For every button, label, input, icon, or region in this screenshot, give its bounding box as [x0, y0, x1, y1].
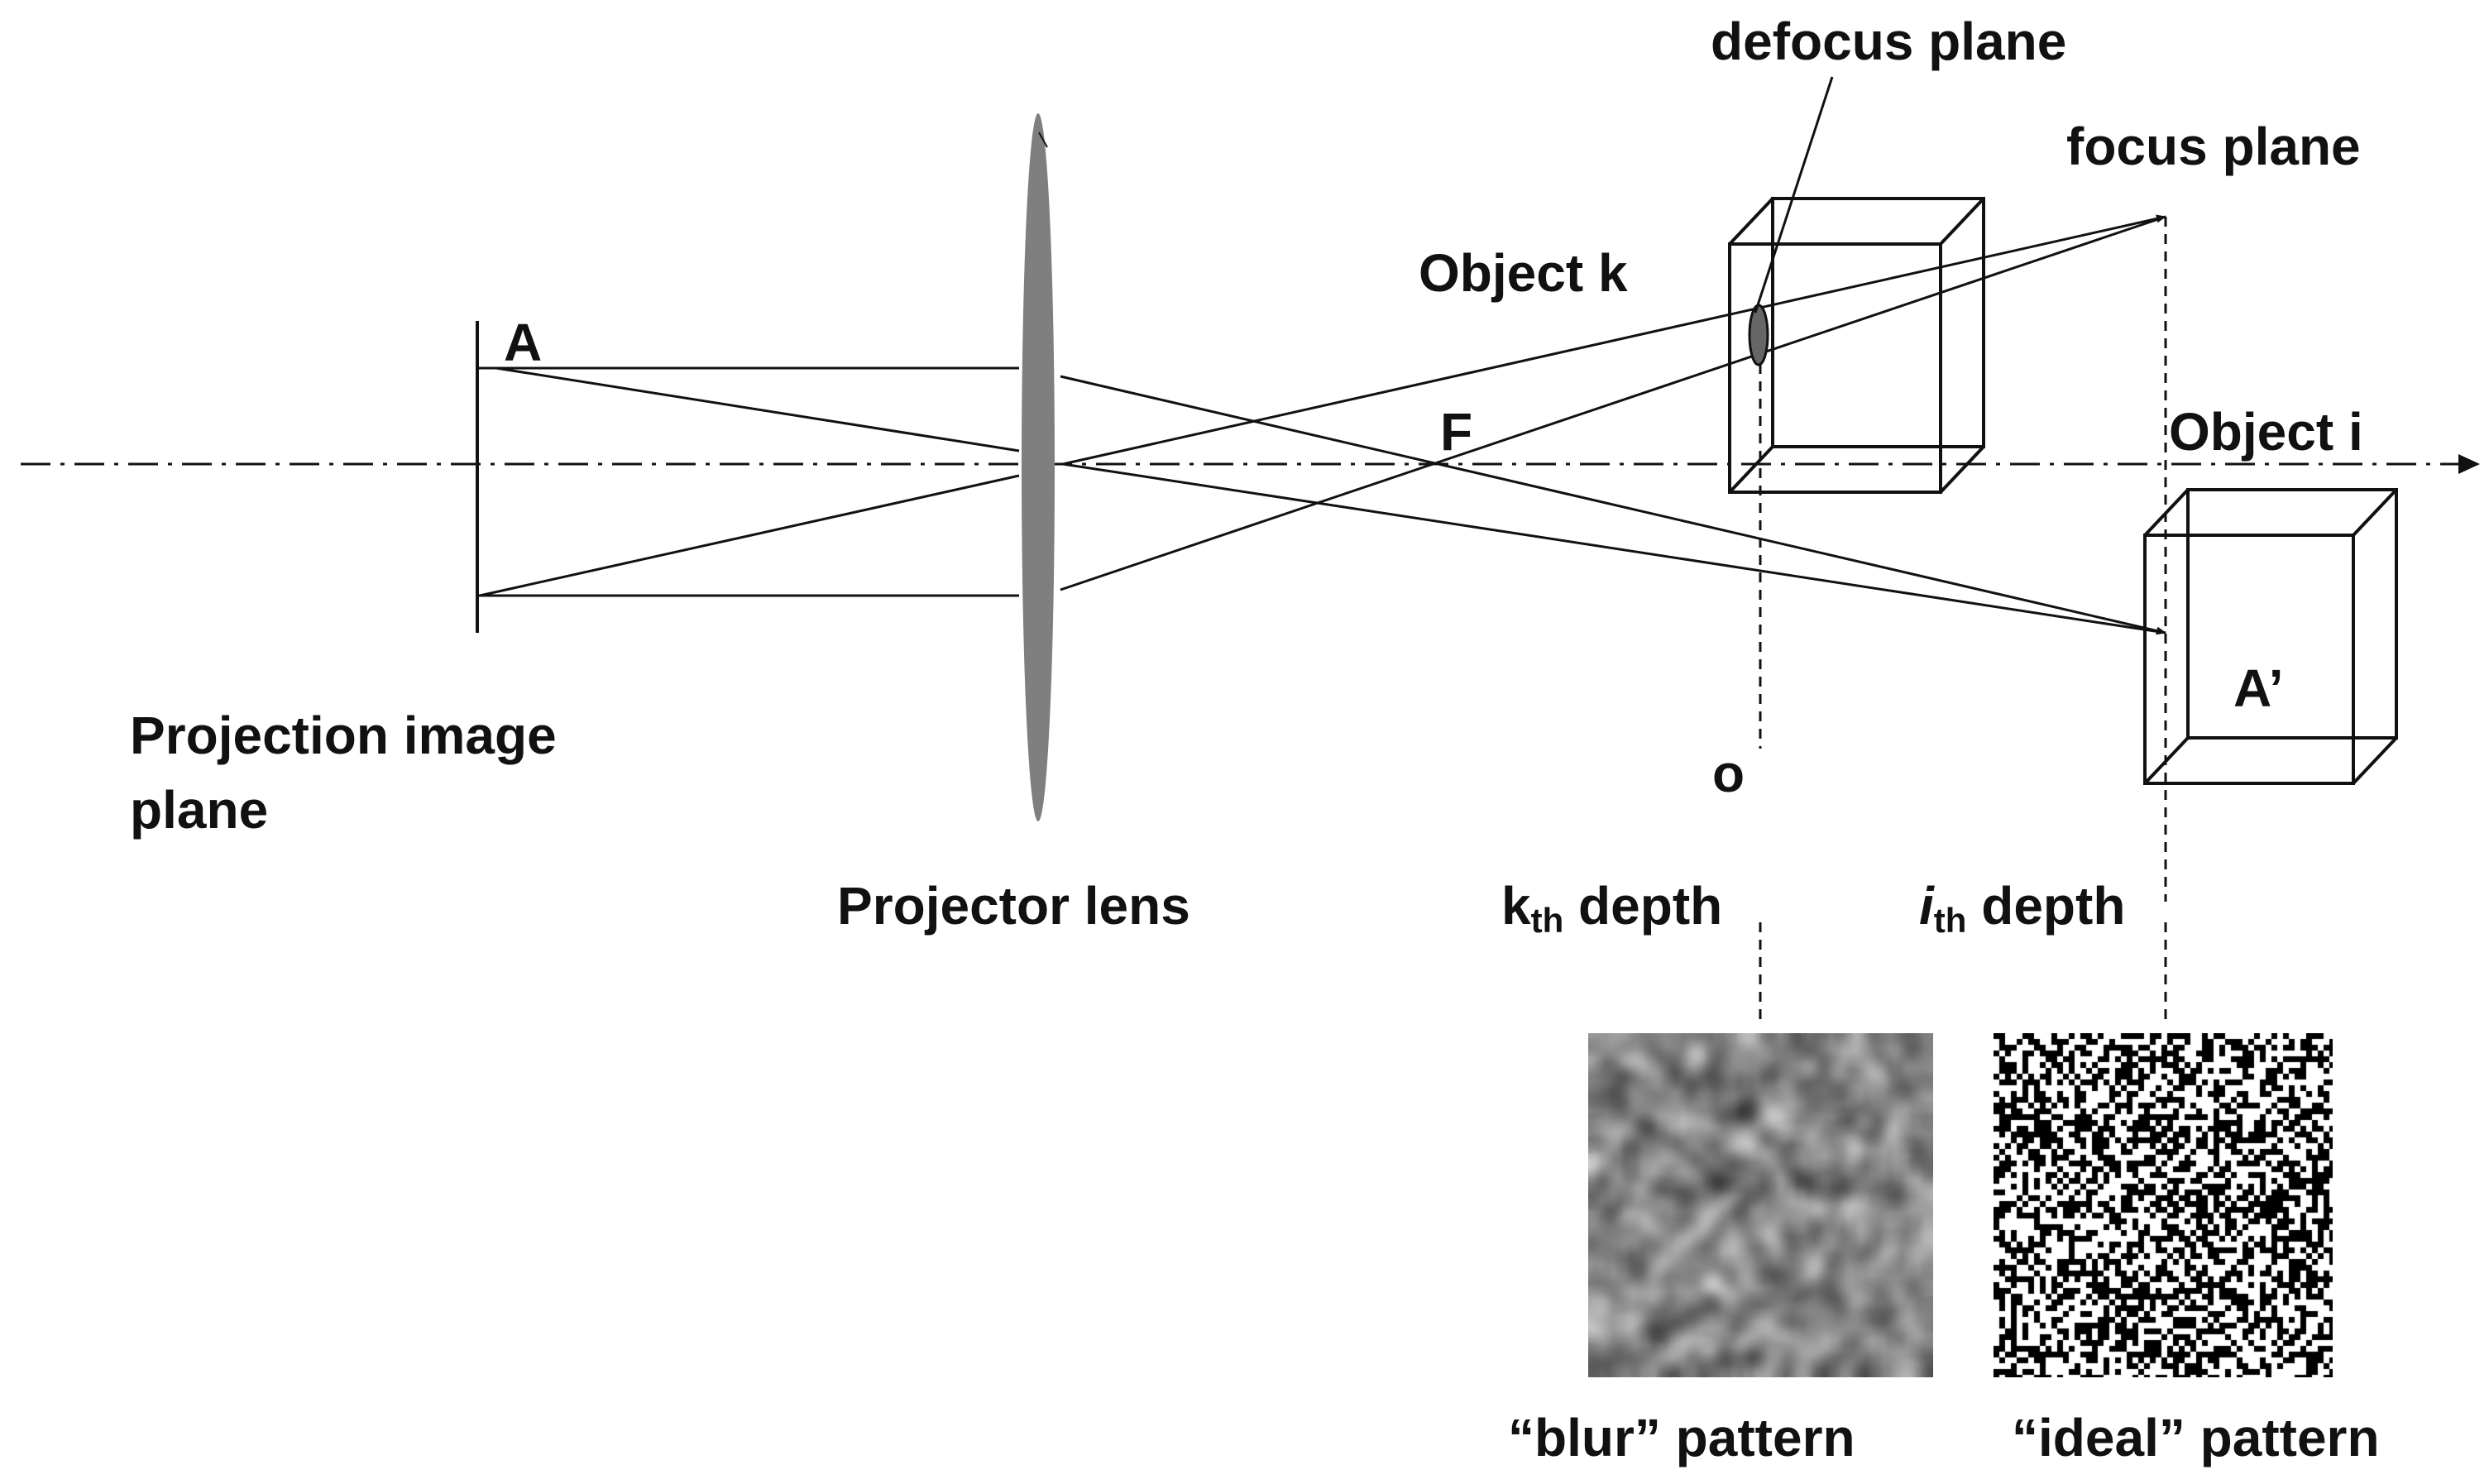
projector-lens-label: Projector lens — [837, 876, 1190, 936]
ray-center-to-focus — [1062, 214, 2166, 466]
defocus-spot — [1748, 304, 1769, 366]
object-k-box — [1728, 197, 1985, 494]
k-depth-label: kth depth — [1501, 879, 1722, 938]
optical-axis-arrowhead — [2458, 454, 2480, 474]
ray-bottom-to-focus — [1060, 215, 2166, 591]
projector-lens — [1022, 113, 1055, 821]
point-a-prime-label: A’ — [2233, 658, 2284, 718]
ray-center-to-a-prime — [1062, 462, 2166, 634]
object-i-label: Object i — [2169, 402, 2363, 462]
origin-label: o — [1712, 744, 1745, 803]
k-depth-word: depth — [1578, 876, 1723, 936]
k-depth-sub: th — [1530, 901, 1564, 940]
focal-point-label: F — [1440, 402, 1473, 462]
i-depth-base: i — [1919, 876, 1934, 936]
object-i-box — [2143, 488, 2398, 785]
object-k-label: Object k — [1419, 243, 1628, 303]
ray-top-to-a-prime — [1060, 375, 2166, 635]
blur-pattern-caption: “blur” pattern — [1508, 1408, 1855, 1467]
ideal-pattern-image — [1994, 1033, 2333, 1377]
ray-bottom-to-lens-center — [479, 474, 1020, 597]
i-depth-sub: th — [1933, 901, 1967, 940]
blur-pattern-image — [1588, 1033, 1933, 1377]
point-a-label: A — [504, 313, 543, 372]
defocus-plane-leader — [1754, 76, 1834, 314]
defocus-plane-label: defocus plane — [1711, 12, 2067, 71]
ideal-pattern-caption: “ideal” pattern — [2012, 1408, 2380, 1467]
projection-image-plane-label-line1: Projection image — [130, 706, 557, 765]
ray-a-to-lens-center — [495, 366, 1020, 452]
focus-plane-label: focus plane — [2066, 117, 2361, 176]
i-depth-word: depth — [1981, 876, 2126, 936]
projection-image-plane-label-line2: plane — [130, 780, 269, 840]
k-depth-base: k — [1501, 876, 1531, 936]
i-depth-label: ith depth — [1919, 879, 2125, 938]
lens-tip-mark — [1038, 132, 1048, 148]
